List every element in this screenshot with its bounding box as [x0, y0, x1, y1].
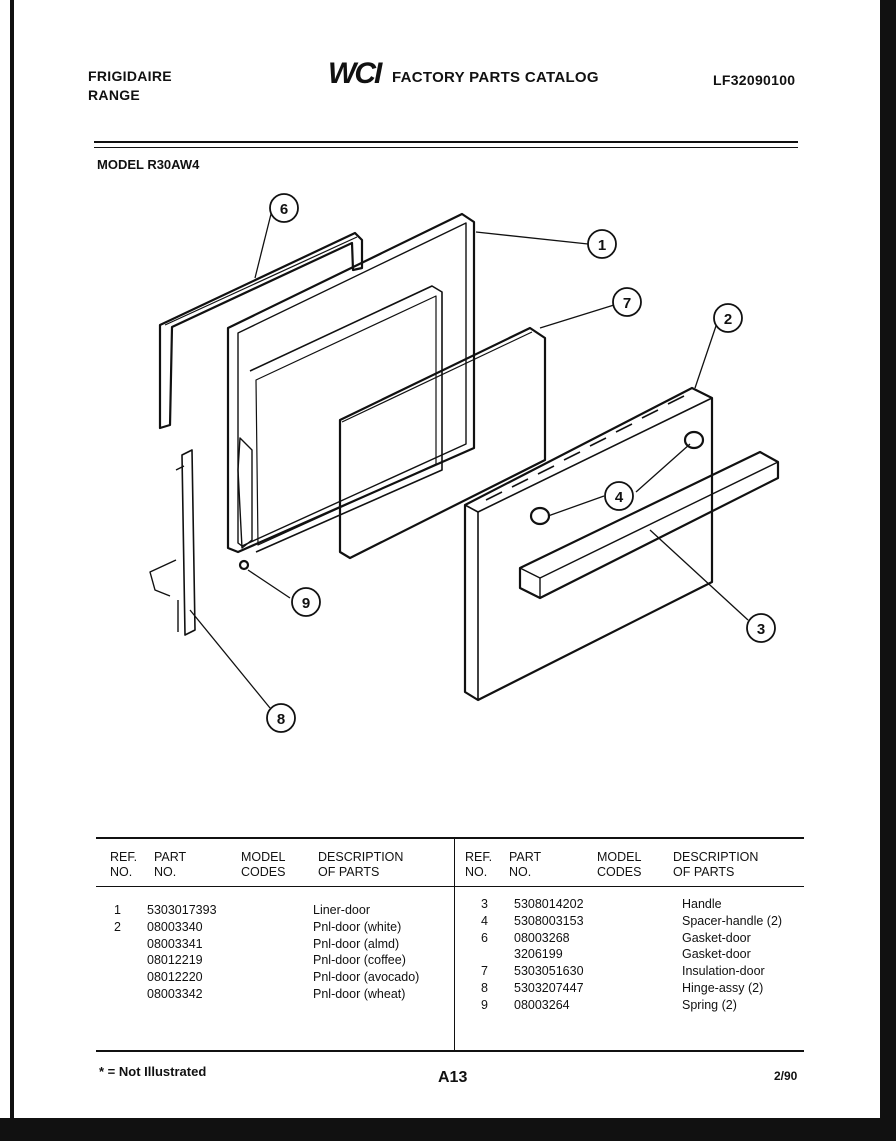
- svg-text:2: 2: [724, 311, 732, 328]
- table-bottom-rule: [96, 1050, 804, 1052]
- table-cell: 5303017393: [147, 903, 217, 917]
- callout-1: 1: [587, 229, 617, 259]
- svg-text:6: 6: [280, 201, 288, 218]
- callout-4: 4: [604, 481, 634, 511]
- left-desc-column: Liner-door Pnl-door (white) Pnl-door (al…: [313, 902, 419, 1003]
- catalog-number: LF32090100: [713, 72, 796, 88]
- svg-text:4: 4: [615, 489, 624, 506]
- table-cell: Pnl-door (white): [313, 919, 402, 934]
- table-cell: Pnl-door (wheat): [313, 986, 406, 1001]
- door-handle: [518, 450, 780, 600]
- table-cell: [481, 946, 488, 963]
- table-cell: 9: [481, 997, 488, 1012]
- table-cell: 08003342: [147, 986, 203, 1001]
- table-cell: Gasket-door: [682, 947, 751, 962]
- callout-8: 8: [266, 703, 296, 733]
- table-cell: Gasket-door: [682, 930, 751, 945]
- table-cell: 7: [481, 964, 488, 979]
- outer-door-panel: [463, 386, 714, 702]
- table-cell: 08012220: [147, 970, 203, 985]
- right-part-column: 5308014202 5308003153 08003268 3206199 5…: [514, 896, 584, 1014]
- table-cell: 3206199: [514, 947, 563, 962]
- catalog-title: FACTORY PARTS CATALOG: [392, 69, 599, 86]
- header-ref-right: REF.NO.: [465, 850, 493, 879]
- liner-door: [226, 212, 476, 554]
- table-cell: 5303207447: [514, 980, 584, 995]
- brand-line-1: FRIGIDAIRE: [88, 68, 172, 84]
- header-rule-thin: [94, 147, 798, 148]
- table-cell: Spring (2): [682, 997, 737, 1012]
- table-cell: Pnl-door (avocado): [313, 970, 420, 985]
- page-number: A13: [438, 1069, 468, 1086]
- catalog-date: 2/90: [774, 1069, 798, 1083]
- table-cell: 4: [481, 913, 488, 928]
- scan-border-bottom: [0, 1118, 896, 1141]
- right-desc-column: Handle Spacer-handle (2) Gasket-door Gas…: [682, 896, 782, 1014]
- scan-border-left: [10, 0, 14, 1141]
- svg-text:3: 3: [757, 621, 765, 638]
- hinge-assy: [181, 449, 196, 636]
- table-cell: Liner-door: [313, 903, 370, 917]
- callout-3: 3: [746, 613, 776, 643]
- table-cell: Hinge-assy (2): [682, 980, 764, 995]
- callout-7: 7: [612, 287, 642, 317]
- table-cell: 2: [114, 919, 121, 934]
- svg-text:8: 8: [277, 711, 285, 728]
- callout-2: 2: [713, 303, 743, 333]
- scan-border-right: [880, 0, 896, 1141]
- table-cell: 08012219: [147, 953, 203, 968]
- not-illustrated-note: * = Not Illustrated: [99, 1064, 207, 1079]
- model-label: MODEL R30AW4: [97, 157, 200, 172]
- table-cell: 08003340: [147, 919, 203, 934]
- table-cell: 5308003153: [514, 913, 584, 928]
- table-divider: [454, 838, 455, 1050]
- brand-line-2: RANGE: [88, 87, 141, 103]
- table-cell: 8: [481, 980, 488, 995]
- left-ref-column: 1 2: [114, 902, 121, 936]
- left-part-column: 5303017393 08003340 08003341 08012219 08…: [147, 902, 217, 1003]
- svg-text:9: 9: [302, 595, 310, 612]
- table-cell: Pnl-door (coffee): [313, 953, 406, 968]
- table-cell: 1: [114, 903, 121, 917]
- gasket-door: [158, 231, 364, 430]
- callout-6: 6: [269, 193, 299, 223]
- header-ref: REF.NO.: [110, 850, 138, 879]
- wci-logo: WCI: [328, 57, 382, 90]
- table-cell: 5308014202: [514, 897, 584, 911]
- table-cell: 6: [481, 930, 488, 945]
- table-cell: Handle: [682, 897, 722, 911]
- table-cell: 3: [481, 897, 488, 911]
- table-cell: 08003264: [514, 997, 570, 1012]
- svg-text:7: 7: [623, 295, 631, 312]
- table-cell: Spacer-handle (2): [682, 913, 783, 928]
- exploded-door-diagram: 6 1 7 2 4 9 3 8: [149, 193, 780, 733]
- table-cell: Insulation-door: [682, 964, 765, 979]
- table-cell: 08003341: [147, 936, 203, 951]
- table-cell: Pnl-door (almd): [313, 936, 400, 951]
- door-spring: [237, 437, 253, 549]
- table-top-rule: [96, 837, 804, 839]
- callout-9: 9: [291, 587, 321, 617]
- header-rule: [94, 141, 798, 143]
- insulation-door: [338, 326, 547, 560]
- svg-text:1: 1: [598, 237, 606, 254]
- right-ref-column: 3 4 6 7 8 9: [481, 896, 488, 1014]
- table-cell: 08003268: [514, 930, 570, 945]
- table-header-rule: [96, 886, 804, 887]
- table-cell: 5303051630: [514, 964, 584, 979]
